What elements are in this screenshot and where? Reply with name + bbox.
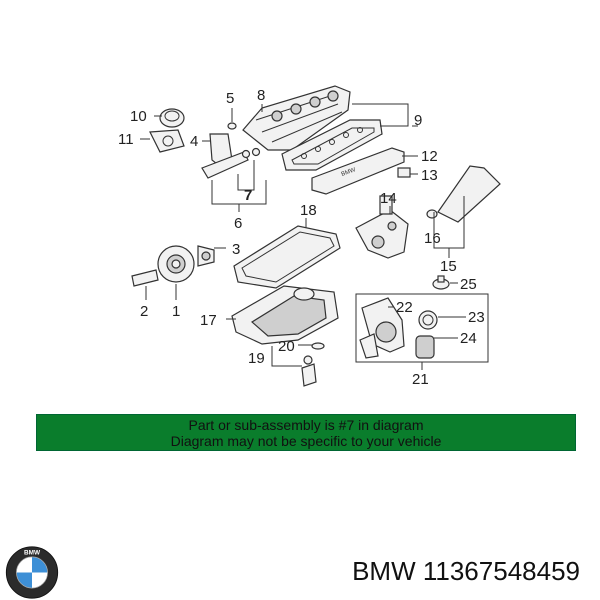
pulley-hub-3 [197, 245, 215, 267]
callout-14: 14 [380, 190, 397, 207]
callout-4: 4 [190, 133, 198, 150]
callout-2: 2 [140, 303, 148, 320]
logo-text: BMW [24, 550, 41, 557]
callout-24: 24 [460, 330, 477, 347]
sensor-2 [131, 269, 159, 287]
callout-18: 18 [300, 202, 317, 219]
callout-22: 22 [396, 299, 413, 316]
callout-6: 6 [234, 215, 242, 232]
callout-11: 11 [118, 131, 134, 148]
callout-5: 5 [226, 90, 234, 107]
callout-15: 15 [440, 258, 457, 275]
callout-16: 16 [424, 230, 441, 247]
oil-filler-cap [159, 108, 185, 128]
callout-12: 12 [421, 148, 438, 165]
leader-lines [140, 103, 466, 370]
callout-labels: 10 11 4 5 8 9 12 13 7 6 18 14 3 16 15 25… [118, 87, 485, 388]
oil-pan-gasket [233, 225, 341, 289]
callout-9: 9 [414, 112, 422, 129]
valve-cover [242, 85, 351, 151]
callout-1: 1 [172, 303, 180, 320]
notice-line-2: Diagram may not be specific to your vehi… [170, 433, 442, 449]
callout-20: 20 [278, 338, 295, 355]
filter-housing [359, 297, 405, 359]
clip-13 [397, 167, 411, 178]
callout-3: 3 [232, 241, 240, 258]
filter-seal-23 [418, 310, 438, 330]
bmw-roundel-icon: BMW [5, 546, 59, 599]
notice-banner: Part or sub-assembly is #7 in diagram Di… [36, 414, 576, 451]
oil-sensor-25 [432, 275, 450, 290]
seal-ring-7 [241, 147, 261, 159]
callout-25: 25 [460, 276, 477, 293]
crank-pulley [157, 245, 195, 283]
filler-neck-gasket [149, 129, 185, 153]
dipstick-tube [301, 355, 317, 387]
coil-cover: BMW [311, 147, 405, 195]
oil-pump [355, 195, 409, 259]
callout-13: 13 [421, 167, 438, 184]
callout-21: 21 [412, 371, 429, 388]
cover-stamp-text: BMW [341, 167, 357, 178]
o-ring-20 [311, 342, 325, 350]
oil-filter-24 [415, 335, 435, 359]
callout-17: 17 [200, 312, 217, 329]
callout-10: 10 [130, 108, 147, 125]
callout-19: 19 [248, 350, 265, 367]
oil-pan [231, 285, 339, 345]
callout-7: 7 [244, 187, 252, 204]
notice-line-1: Part or sub-assembly is #7 in diagram [188, 417, 424, 433]
valve-cover-gasket [281, 119, 383, 171]
breather-hose-6 [201, 151, 249, 179]
part-number-title: BMW 11367548459 [352, 556, 580, 586]
callout-23: 23 [468, 309, 485, 326]
clip-5 [227, 122, 237, 130]
callout-8: 8 [257, 87, 265, 104]
